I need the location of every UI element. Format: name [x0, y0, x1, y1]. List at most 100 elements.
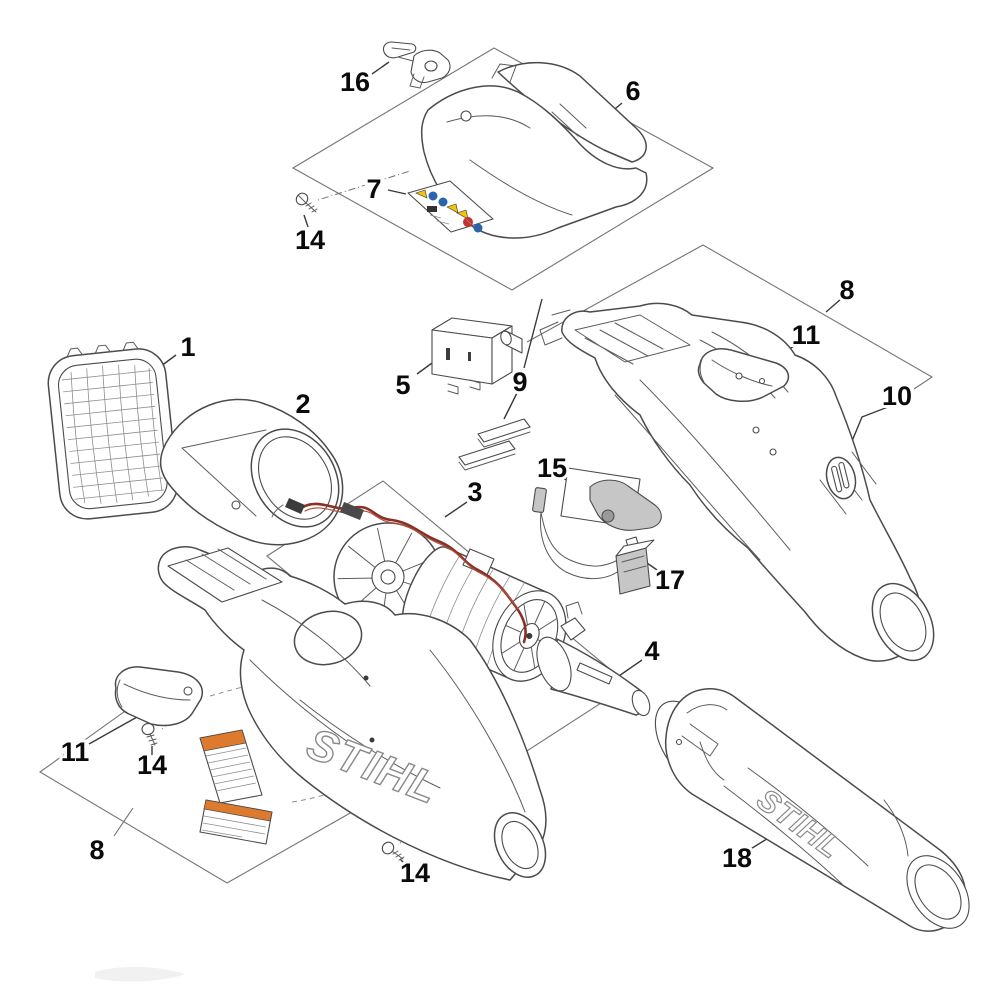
module-front	[431, 329, 493, 385]
part-2-intake-cover	[159, 398, 344, 546]
part-4-cone	[536, 601, 651, 717]
part-17-switch	[615, 536, 655, 595]
right-cover-hole	[758, 377, 766, 385]
motor-bands	[422, 553, 526, 669]
left-housing-handle-hole	[293, 610, 363, 666]
warning-blue-circle-icon	[438, 197, 448, 207]
information-labels	[199, 729, 273, 845]
callout-4: 4	[644, 636, 659, 666]
module-slot	[446, 348, 450, 360]
right-housing-battery-bay	[574, 314, 691, 365]
intake-cover-opening-inner	[258, 436, 332, 520]
strip-lower	[458, 440, 516, 466]
holder-hole	[424, 60, 438, 72]
cone-stub-pipe	[565, 601, 583, 619]
warning-fine-print	[429, 214, 472, 225]
cover-boss	[460, 110, 472, 122]
right-housing-outlet-inner	[879, 592, 927, 652]
callout-15: 15	[537, 453, 567, 483]
part-5-control-module	[431, 317, 523, 395]
part-10-cap	[825, 456, 857, 500]
callout-11-right: 11	[792, 320, 821, 350]
screw-shaft	[146, 733, 158, 746]
callout-9: 9	[512, 367, 527, 397]
grille-inner-frame	[57, 358, 168, 510]
trigger-pivot	[601, 509, 615, 523]
info-label-lower-text-lines	[201, 815, 267, 838]
part-6-top-cover	[420, 62, 648, 239]
strip-upper-edge	[477, 431, 531, 448]
switch-detail	[621, 555, 647, 573]
fan-hub-inner	[380, 569, 396, 585]
left-cover-hole	[183, 686, 193, 696]
callout-6: 6	[625, 76, 640, 106]
cone-slot	[576, 662, 613, 685]
trigger-wire	[539, 511, 623, 579]
module-connector-end	[500, 330, 512, 346]
right-housing-prongs	[539, 309, 571, 346]
module-feet	[447, 379, 481, 395]
callout-11-left: 11	[61, 737, 90, 767]
right-cover-hole	[735, 372, 743, 380]
cone-stub	[560, 617, 586, 641]
left-housing-battery-bay	[167, 547, 283, 603]
left-housing-screw-point	[363, 675, 369, 681]
motor-shaft-end	[526, 632, 533, 639]
callout-8-right: 8	[839, 275, 854, 305]
warning-triangle-icon	[446, 203, 459, 214]
part-18-blower-tube: STIHL	[654, 688, 970, 932]
callout-17: 17	[655, 565, 685, 595]
callout-1: 1	[180, 332, 195, 362]
callout-2: 2	[295, 389, 310, 419]
tube-panel-lines	[723, 767, 909, 885]
callout-labels: 16 6 7 14 1 2 5 9 8 11 10 3 15 17 4 11 1…	[58, 64, 915, 891]
part-16-holder	[382, 41, 451, 89]
tube-pin-hole	[675, 738, 683, 746]
callout-14-bottom: 14	[400, 858, 430, 888]
warning-blue-circle-icon	[473, 223, 483, 233]
cap-bar	[831, 465, 843, 493]
cover-seam-lines	[446, 63, 587, 216]
switch-top	[615, 539, 655, 557]
strip-upper	[477, 418, 531, 443]
callout-10: 10	[882, 381, 912, 411]
strip-lower-edge	[458, 453, 516, 471]
warning-triangle-icon	[415, 189, 428, 199]
right-housing-boss	[752, 426, 760, 434]
intake-cover-hole	[231, 500, 241, 510]
grille-mesh-horizontal	[61, 370, 164, 500]
warning-glasses-icon	[427, 206, 437, 212]
left-housing-seams	[249, 599, 526, 813]
warning-triangle-icon	[456, 209, 469, 220]
grille-mesh-vertical	[70, 364, 163, 504]
warning-blue-circle-icon	[428, 191, 438, 201]
motor-wire-connector	[340, 502, 364, 520]
holder-foot	[409, 73, 425, 89]
part-9-strips	[458, 418, 531, 471]
page-edge-artifact	[95, 966, 185, 982]
left-housing-screw-point	[369, 737, 375, 743]
callout-7: 7	[366, 174, 381, 204]
screw-shaft	[391, 850, 405, 861]
screw-head	[141, 722, 155, 736]
info-label-upper-text-lines	[205, 747, 257, 792]
part-11-right-cover	[697, 348, 790, 402]
left-housing-bay-ribs	[185, 548, 267, 591]
callout-8-left: 8	[89, 835, 104, 865]
part-11-left-cover	[114, 666, 203, 727]
callout-14-top: 14	[295, 225, 325, 255]
callout-14-left: 14	[137, 750, 167, 780]
cap-bar	[838, 461, 850, 489]
screw-shaft	[297, 194, 318, 213]
right-housing-boss	[769, 448, 777, 456]
grille-top-tabs	[66, 341, 139, 357]
part-7-warning-label	[407, 180, 494, 233]
tube-outlet-inner	[914, 864, 962, 920]
part-14-screw-top	[295, 192, 318, 213]
trigger-contact	[532, 487, 547, 514]
module-slot	[468, 352, 471, 361]
left-housing-outlet-inner	[501, 820, 539, 870]
tube-latch	[681, 704, 728, 781]
